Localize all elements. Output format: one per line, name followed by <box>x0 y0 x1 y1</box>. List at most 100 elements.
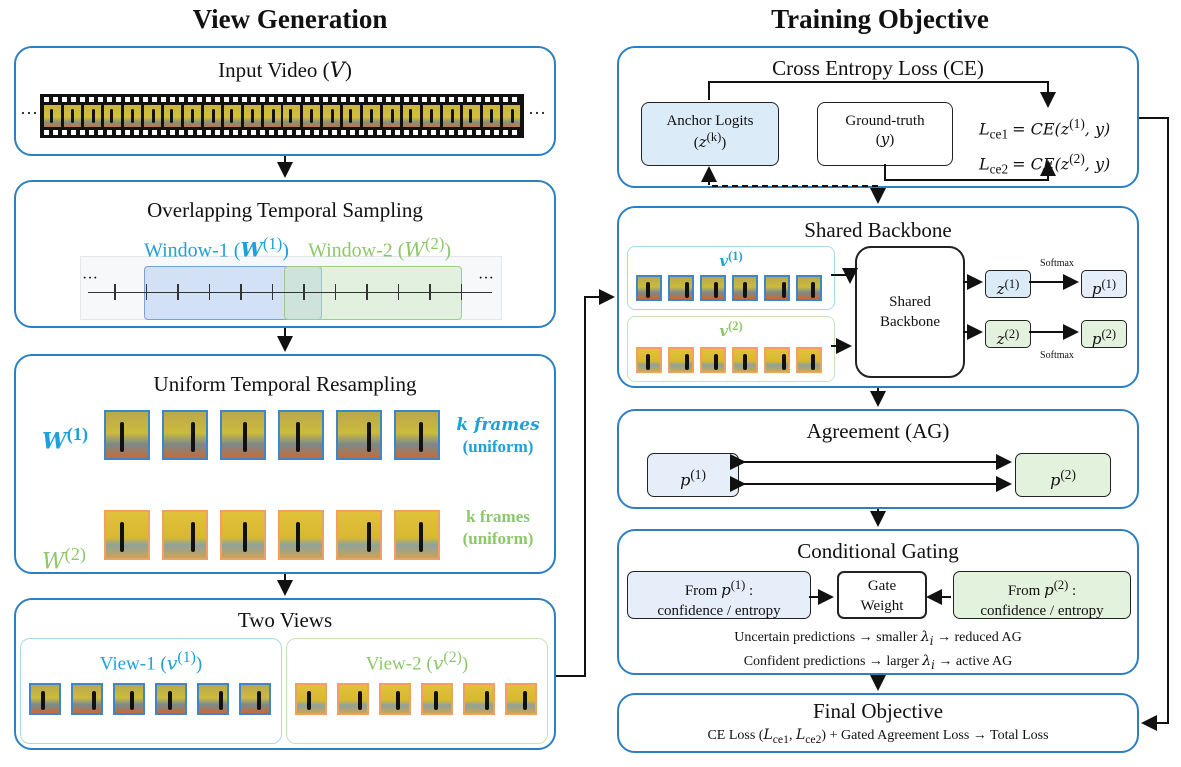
film-sprocket-hole <box>296 130 301 135</box>
film-sprocket-hole <box>368 130 373 135</box>
figure-silhouette <box>391 109 395 123</box>
w2-row-label: W(2) <box>42 544 86 575</box>
film-sprocket-hole <box>512 130 517 135</box>
film-sprocket-hole <box>476 97 481 102</box>
video-frame-thumbnail <box>336 510 382 560</box>
figure-silhouette <box>271 109 275 123</box>
figure-silhouette <box>367 522 371 552</box>
film-sprocket-hole <box>431 130 436 135</box>
film-sprocket-hole <box>251 130 256 135</box>
video-frame-thumbnail <box>463 683 495 715</box>
video-frame-thumbnail <box>796 347 822 373</box>
figure-silhouette <box>430 109 434 123</box>
figure-silhouette <box>92 691 96 710</box>
video-frame-thumbnail <box>29 683 61 715</box>
figure-silhouette <box>168 691 172 710</box>
figure-silhouette <box>289 109 293 123</box>
film-sprocket-hole <box>386 130 391 135</box>
timeline-tick <box>177 284 179 300</box>
figure-silhouette <box>511 109 514 123</box>
agreement-p1-box: p(1) <box>647 453 739 497</box>
film-sprocket-hole <box>197 130 202 135</box>
film-sprocket-hole <box>512 97 517 102</box>
film-sprocket-hole <box>197 97 202 102</box>
film-sprocket-hole <box>206 130 211 135</box>
film-sprocket-hole <box>80 97 85 102</box>
film-sprocket-hole <box>44 97 49 102</box>
view-1-label: View-1 (v(1)) <box>99 649 203 675</box>
film-sprocket-hole <box>305 130 310 135</box>
view-1-input-box: v(1) <box>627 246 835 310</box>
film-sprocket-hole <box>269 130 274 135</box>
video-frame-thumbnail <box>394 410 440 460</box>
film-sprocket-hole <box>359 97 364 102</box>
figure-silhouette <box>296 422 300 452</box>
film-sprocket-hole <box>152 97 157 102</box>
video-frame-thumbnail <box>732 275 758 301</box>
film-sprocket-hole <box>188 130 193 135</box>
figure-silhouette <box>646 354 650 370</box>
w2-frame-count: k frames (uniform) <box>462 507 534 548</box>
figure-silhouette <box>646 282 650 298</box>
figure-silhouette <box>243 422 247 452</box>
figure-silhouette <box>419 422 423 452</box>
film-sprocket-hole <box>485 97 490 102</box>
gating-rule-confident: Confident predictions → larger λi → acti… <box>743 652 1013 672</box>
film-sprocket-hole <box>386 97 391 102</box>
film-sprocket-hole <box>476 130 481 135</box>
film-frame <box>383 105 401 127</box>
filmstrip <box>40 94 524 138</box>
timeline-tick <box>366 284 368 300</box>
film-sprocket-hole <box>44 130 49 135</box>
film-frame <box>423 105 441 127</box>
film-frame <box>83 105 101 127</box>
film-frame <box>143 105 161 127</box>
figure-silhouette <box>219 691 223 710</box>
timeline-tick <box>114 284 116 300</box>
figure-silhouette <box>120 522 124 552</box>
video-frame-thumbnail <box>155 683 187 715</box>
view-2-box: View-2 (v(2)) <box>286 638 548 744</box>
film-frame <box>44 105 61 127</box>
video-frame-thumbnail <box>295 683 327 715</box>
film-sprocket-hole <box>71 130 76 135</box>
right-section-title: Training Objective <box>771 4 989 34</box>
film-sprocket-hole <box>467 97 472 102</box>
arrow-anchor-to-ce1 <box>708 81 1056 108</box>
view-2-input-box: v(2) <box>627 316 835 382</box>
film-sprocket-hole <box>98 130 103 135</box>
figure-silhouette <box>358 691 362 710</box>
video-frame-thumbnail <box>700 275 726 301</box>
window-1-region <box>144 266 322 320</box>
film-sprocket-hole <box>422 97 427 102</box>
video-frame-thumbnail <box>278 410 324 460</box>
shared-backbone-title: Shared Backbone <box>804 218 952 242</box>
film-frame <box>503 105 520 127</box>
film-sprocket-hole <box>314 97 319 102</box>
film-frame <box>303 105 321 127</box>
film-frame <box>403 105 421 127</box>
film-frame <box>243 105 261 127</box>
figure-silhouette <box>191 522 195 552</box>
video-frame-thumbnail <box>394 510 440 560</box>
agreement-title: Agreement (AG) <box>806 419 950 443</box>
figure-silhouette <box>714 354 718 370</box>
two-views-panel: Two Views View-1 (v(1)) View-2 (v(2)) <box>14 598 556 750</box>
figure-silhouette <box>714 282 718 298</box>
film-sprocket-hole <box>116 97 121 102</box>
video-frame-thumbnail <box>336 410 382 460</box>
film-sprocket-hole <box>107 130 112 135</box>
video-frame-thumbnail <box>162 510 208 560</box>
film-sprocket-hole <box>170 130 175 135</box>
film-frame <box>323 105 341 127</box>
figure-silhouette <box>41 691 45 710</box>
film-sprocket-hole <box>485 130 490 135</box>
view-1-box: View-1 (v(1)) <box>20 638 282 744</box>
film-frame <box>343 105 361 127</box>
timeline-tick <box>145 284 147 300</box>
final-objective-panel: Final Objective CE Loss (Lce1, Lce2) + G… <box>617 693 1139 753</box>
film-sprocket-hole <box>467 130 472 135</box>
video-frame-thumbnail <box>220 510 266 560</box>
film-sprocket-hole <box>440 130 445 135</box>
